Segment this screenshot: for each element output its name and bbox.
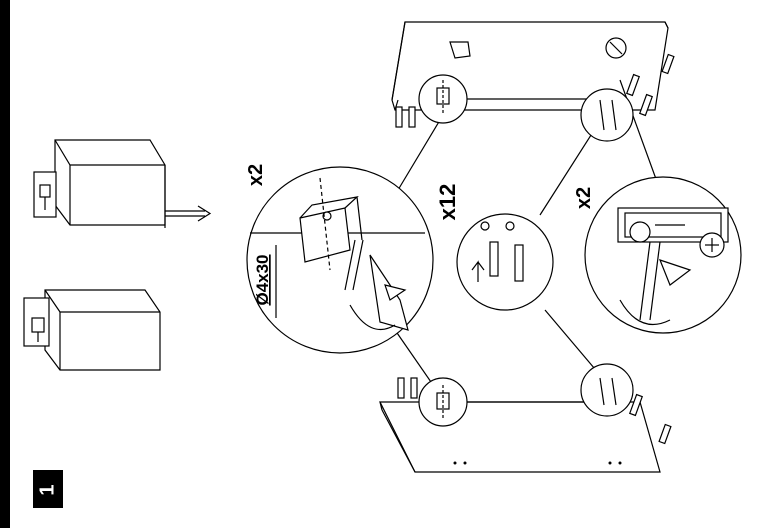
drawer-overview-top bbox=[33, 139, 166, 228]
cam-lock-detail-circle bbox=[584, 176, 742, 334]
cam-quantity-label: x2 bbox=[573, 187, 595, 209]
screw-detail-circle bbox=[246, 166, 434, 354]
step-badge: 1 bbox=[33, 470, 63, 508]
screw-size-label: Ø4x30 bbox=[253, 254, 272, 305]
detail-marker-top-right bbox=[580, 88, 634, 142]
left-border-bar bbox=[0, 0, 10, 528]
transition-arrow bbox=[165, 205, 212, 222]
detail-marker-top-left bbox=[418, 74, 468, 124]
edge-dowels bbox=[395, 53, 675, 445]
detail-marker-bottom-right bbox=[580, 363, 634, 417]
dowel-quantity-label: x12 bbox=[435, 184, 460, 221]
drawer-overview-bottom bbox=[23, 289, 161, 371]
detail-marker-bottom-left bbox=[418, 377, 468, 427]
screw-quantity-label: x2 bbox=[245, 164, 267, 186]
step-number: 1 bbox=[36, 484, 58, 495]
dowel-detail-circle bbox=[456, 213, 554, 311]
